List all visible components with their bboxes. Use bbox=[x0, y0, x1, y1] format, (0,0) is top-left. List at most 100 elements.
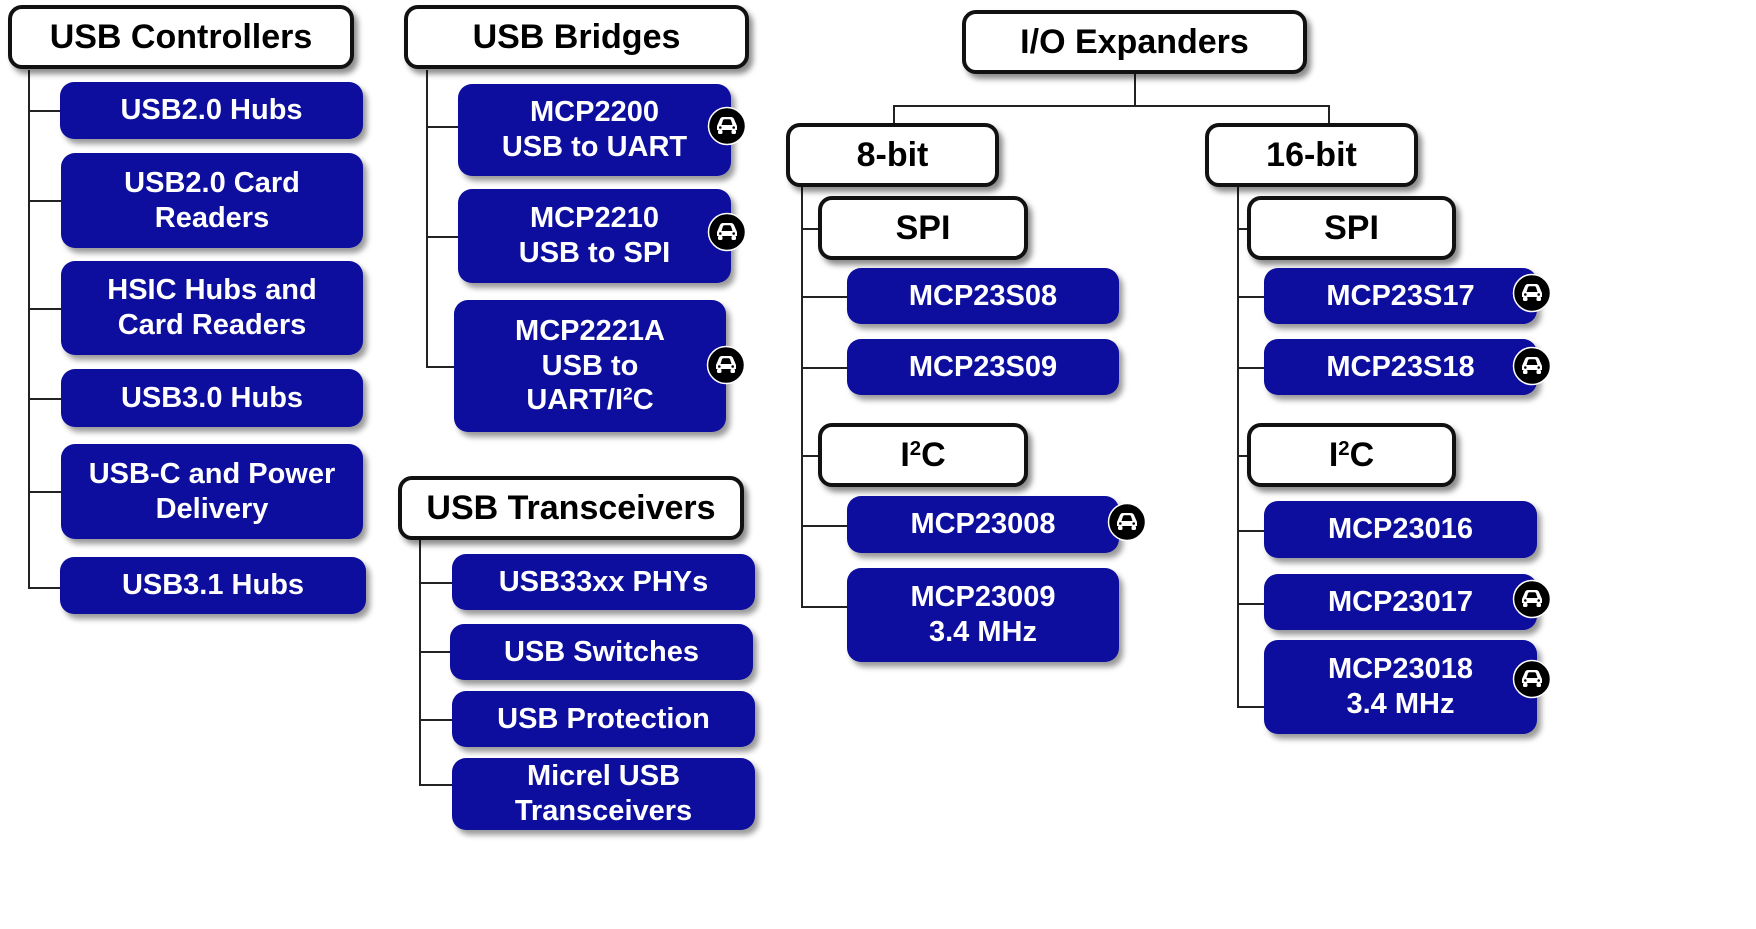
item-label: Micrel USB Transceivers bbox=[514, 760, 693, 827]
mcp23016-box[interactable]: MCP23016 bbox=[1264, 501, 1537, 558]
connector-line bbox=[1237, 455, 1247, 457]
mcp2221a-box[interactable]: MCP2221A USB to UART/I2C bbox=[454, 300, 726, 432]
connector-line bbox=[1237, 603, 1264, 605]
connector-line bbox=[28, 70, 30, 588]
mcp23008-box[interactable]: MCP23008 bbox=[847, 496, 1119, 553]
usb-transceivers-title: USB Transceivers bbox=[426, 488, 716, 527]
item-label: UART/I bbox=[526, 384, 624, 417]
connector-line bbox=[1237, 296, 1264, 298]
item-label: MCP23017 bbox=[1327, 585, 1474, 618]
connector-line bbox=[28, 308, 61, 310]
16bit-header: 16-bit bbox=[1205, 123, 1418, 187]
usb-switches-box[interactable]: USB Switches bbox=[450, 624, 753, 680]
connector-line bbox=[28, 587, 60, 589]
i2c-title: I bbox=[900, 435, 910, 474]
item-label: USB33xx PHYs bbox=[498, 565, 709, 598]
connector-line bbox=[893, 105, 1329, 107]
connector-line bbox=[419, 582, 452, 584]
item-label: USB-C and Power Delivery bbox=[88, 457, 336, 525]
8bit-spi-header: SPI bbox=[818, 196, 1028, 260]
mcp23s18-box[interactable]: MCP23S18 bbox=[1264, 339, 1537, 395]
spi-title: SPI bbox=[895, 208, 951, 247]
usb-bridges-header: USB Bridges bbox=[404, 5, 749, 69]
item-label: USB2.0 Hubs bbox=[120, 94, 303, 127]
usb-controllers-header: USB Controllers bbox=[8, 5, 354, 69]
item-label: MCP23009 3.4 MHz bbox=[910, 581, 1056, 648]
superscript: 2 bbox=[1338, 437, 1350, 460]
usb2-card-readers-box[interactable]: USB2.0 Card Readers bbox=[61, 153, 363, 248]
mcp23s08-box[interactable]: MCP23S08 bbox=[847, 268, 1119, 324]
usb-c-power-delivery-box[interactable]: USB-C and Power Delivery bbox=[61, 444, 363, 539]
i2c-title: I bbox=[1328, 435, 1339, 474]
connector-line bbox=[801, 367, 847, 369]
connector-line bbox=[28, 200, 61, 202]
connector-line bbox=[28, 491, 61, 493]
connector-line bbox=[426, 366, 454, 368]
usb2-hubs-box[interactable]: USB2.0 Hubs bbox=[60, 82, 363, 139]
mcp23018-box[interactable]: MCP23018 3.4 MHz bbox=[1264, 640, 1537, 734]
mcp23017-box[interactable]: MCP23017 bbox=[1264, 574, 1537, 630]
connector-line bbox=[1134, 74, 1136, 107]
usb33xx-phys-box[interactable]: USB33xx PHYs bbox=[452, 554, 755, 610]
connector-line bbox=[426, 126, 458, 128]
connector-line bbox=[28, 398, 61, 400]
i2c-title: C bbox=[1349, 435, 1375, 474]
connector-line bbox=[419, 784, 452, 786]
item-label: HSIC Hubs and Card Readers bbox=[107, 274, 317, 341]
connector-line bbox=[801, 296, 847, 298]
usb3-hubs-box[interactable]: USB3.0 Hubs bbox=[61, 369, 363, 427]
item-label: MCP23S09 bbox=[908, 350, 1058, 383]
connector-line bbox=[419, 651, 450, 653]
car-icon bbox=[1512, 659, 1552, 699]
car-icon bbox=[1107, 502, 1147, 542]
item-label: USB3.1 Hubs bbox=[121, 569, 305, 602]
connector-line bbox=[1237, 228, 1247, 230]
connector-line bbox=[28, 110, 60, 112]
micrel-usb-transceivers-box[interactable]: Micrel USB Transceivers bbox=[452, 758, 755, 830]
car-icon bbox=[707, 212, 747, 252]
connector-line bbox=[419, 719, 452, 721]
car-icon bbox=[706, 345, 746, 385]
item-label: MCP2210 USB to SPI bbox=[518, 202, 671, 269]
i2c-title: C bbox=[921, 435, 946, 474]
8bit-i2c-header: I2C bbox=[818, 423, 1028, 487]
8bit-header: 8-bit bbox=[786, 123, 999, 187]
car-icon bbox=[707, 106, 747, 146]
connector-line bbox=[801, 606, 847, 608]
item-label: USB Switches bbox=[504, 635, 699, 668]
item-label: MCP23S18 bbox=[1326, 350, 1475, 383]
8bit-title: 8-bit bbox=[856, 135, 929, 174]
connector-line bbox=[1237, 187, 1239, 707]
connector-line bbox=[801, 455, 819, 457]
item-label: MCP23008 bbox=[910, 508, 1056, 541]
usb-protection-box[interactable]: USB Protection bbox=[452, 691, 755, 747]
connector-line bbox=[426, 236, 458, 238]
usb-controllers-title: USB Controllers bbox=[49, 17, 313, 56]
car-icon bbox=[1512, 273, 1552, 313]
connector-line bbox=[801, 525, 847, 527]
connector-line bbox=[426, 70, 428, 367]
hsic-hubs-card-readers-box[interactable]: HSIC Hubs and Card Readers bbox=[61, 261, 363, 355]
connector-line bbox=[801, 187, 803, 607]
mcp2200-box[interactable]: MCP2200 USB to UART bbox=[458, 84, 731, 176]
superscript: 2 bbox=[909, 437, 922, 460]
item-label: C bbox=[632, 384, 654, 417]
mcp23s09-box[interactable]: MCP23S09 bbox=[847, 339, 1119, 395]
connector-line bbox=[1237, 367, 1264, 369]
mcp2210-box[interactable]: MCP2210 USB to SPI bbox=[458, 189, 731, 283]
item-label: MCP2200 USB to UART bbox=[501, 96, 688, 163]
car-icon bbox=[1512, 346, 1552, 386]
connector-line bbox=[1237, 706, 1264, 708]
usb-transceivers-header: USB Transceivers bbox=[398, 476, 744, 540]
item-label: USB2.0 Card Readers bbox=[124, 166, 300, 234]
16bit-i2c-header: I2C bbox=[1247, 423, 1456, 487]
connector-line bbox=[893, 105, 895, 123]
item-label: MCP2221A bbox=[515, 314, 665, 347]
connector-line bbox=[801, 228, 819, 230]
mcp23s17-box[interactable]: MCP23S17 bbox=[1264, 268, 1537, 324]
16bit-title: 16-bit bbox=[1266, 135, 1357, 174]
usb31-hubs-box[interactable]: USB3.1 Hubs bbox=[60, 557, 366, 614]
mcp23009-box[interactable]: MCP23009 3.4 MHz bbox=[847, 568, 1119, 662]
io-expanders-header: I/O Expanders bbox=[962, 10, 1307, 74]
car-icon bbox=[1512, 579, 1552, 619]
